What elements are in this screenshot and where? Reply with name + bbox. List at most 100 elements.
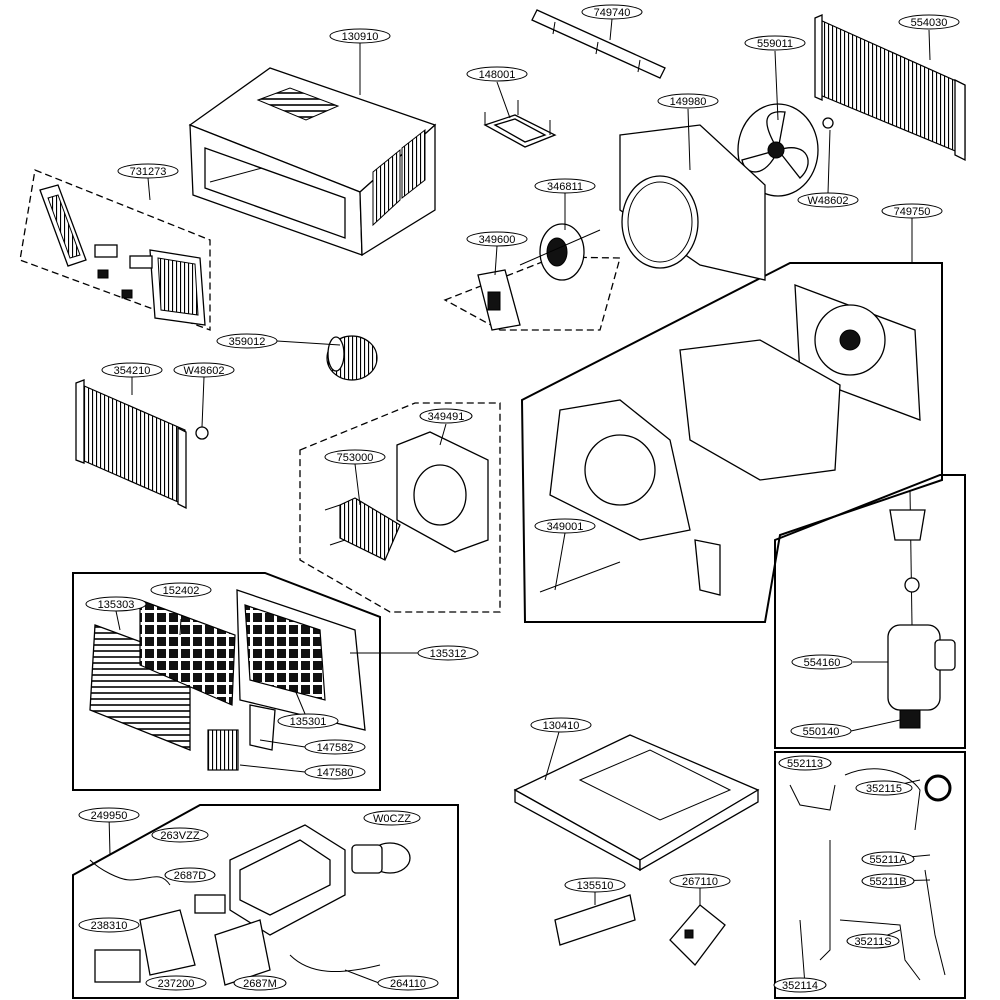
callout-359012: 359012 (216, 333, 278, 349)
label-267110: 267110 (682, 876, 718, 888)
callout-135301: 135301 (277, 713, 339, 729)
callout-147580: 147580 (304, 764, 366, 780)
label-55211A: 55211A (869, 854, 907, 866)
heater-element (324, 497, 401, 561)
callout-237200: 237200 (145, 975, 207, 991)
callout-354210: 354210 (101, 362, 163, 378)
callout-35211S: 35211S (846, 933, 900, 949)
callout-130410: 130410 (530, 717, 592, 733)
label-135301: 135301 (290, 716, 327, 728)
group-frame-air-guide (520, 262, 943, 623)
label-731273: 731273 (130, 166, 167, 178)
compressor (887, 489, 956, 729)
callout-267110: 267110 (669, 873, 731, 889)
condenser-coil (814, 14, 966, 162)
callout-352115: 352115 (855, 780, 913, 796)
label-55211B: 55211B (869, 876, 906, 888)
label-263VZZ: 263VZZ (160, 830, 199, 842)
label-135510: 135510 (577, 880, 614, 892)
label-W0CZZ: W0CZZ (373, 813, 411, 825)
label-149980: 149980 (670, 96, 707, 108)
refrigerant-tubing (789, 768, 952, 986)
label-2687D: 2687D (174, 870, 206, 882)
label-130910: 130910 (342, 31, 379, 43)
callout-753000: 753000 (324, 449, 386, 465)
label-238310: 238310 (91, 920, 128, 932)
label-147580: 147580 (317, 767, 354, 779)
motor-mount (477, 269, 521, 331)
callout-352114: 352114 (773, 977, 827, 993)
callout-148001: 148001 (466, 66, 528, 82)
callout-552113: 552113 (778, 755, 832, 771)
label-349600: 349600 (479, 234, 516, 246)
group-frame-compressor (774, 474, 966, 749)
label-359012: 359012 (229, 336, 266, 348)
label-559011: 559011 (757, 38, 793, 50)
callout-130910: 130910 (329, 28, 391, 44)
label-354210: 354210 (114, 365, 151, 377)
callout-152402: 152402 (150, 582, 212, 598)
label-2687M: 2687M (243, 978, 277, 990)
callout-749740: 749740 (581, 4, 643, 20)
callout-349001: 349001 (534, 518, 596, 534)
callout-W48602-evap: W48602 (173, 362, 235, 378)
label-W48602-evap: W48602 (184, 365, 225, 377)
callout-249950: 249950 (78, 807, 140, 823)
label-130410: 130410 (543, 720, 580, 732)
cabinet (188, 67, 437, 257)
callout-135510: 135510 (564, 877, 626, 893)
label-352115: 352115 (866, 783, 902, 795)
callout-263VZZ: 263VZZ (151, 827, 209, 843)
fan-motor (519, 223, 601, 281)
group-frame-electrical (72, 804, 459, 999)
front-grille-assembly (89, 589, 366, 771)
callout-238310: 238310 (78, 917, 140, 933)
air-guide-assembly (539, 284, 921, 596)
condenser-shroud (619, 124, 766, 281)
mounting-bracket (483, 100, 557, 148)
label-148001: 148001 (479, 69, 516, 81)
group-frame-evaporator-fan (299, 402, 501, 613)
label-753000: 753000 (337, 452, 374, 464)
callout-749750: 749750 (881, 203, 943, 219)
label-349001: 349001 (547, 521, 584, 533)
callout-550140: 550140 (790, 723, 852, 739)
callout-135312: 135312 (417, 645, 479, 661)
evaporator-coil (75, 379, 209, 510)
label-552113: 552113 (787, 758, 823, 770)
callout-349600: 349600 (466, 231, 528, 247)
label-135303: 135303 (98, 599, 135, 611)
callout-W48602-top: W48602 (797, 192, 859, 208)
group-frame-tubing (774, 751, 966, 999)
control-box (89, 824, 411, 986)
callout-135303: 135303 (85, 596, 147, 612)
callout-346811: 346811 (534, 178, 596, 194)
top-bracket (531, 9, 666, 79)
label-749750: 749750 (894, 206, 931, 218)
label-346811: 346811 (547, 181, 583, 193)
label-749740: 749740 (594, 7, 631, 19)
label-554160: 554160 (804, 657, 841, 669)
callout-2687M: 2687M (233, 975, 287, 991)
label-249950: 249950 (91, 810, 128, 822)
label-152402: 152402 (163, 585, 200, 597)
callout-W0CZZ: W0CZZ (363, 810, 421, 826)
label-554030: 554030 (911, 17, 948, 29)
blower-wheel (326, 335, 378, 381)
scroll-housing (396, 431, 489, 553)
front-panel-side-frames (39, 184, 206, 326)
callout-55211B: 55211B (861, 873, 915, 889)
callout-559011: 559011 (744, 35, 806, 51)
label-264110: 264110 (390, 978, 426, 990)
callout-554030: 554030 (898, 14, 960, 30)
callout-55211A: 55211A (861, 851, 915, 867)
control-panel-and-remote (554, 894, 726, 966)
label-135312: 135312 (430, 648, 467, 660)
group-frame-fan-motor (443, 256, 621, 331)
base-pan (513, 734, 760, 872)
label-147582: 147582 (317, 742, 354, 754)
label-35211S: 35211S (854, 936, 891, 948)
label-W48602-top: W48602 (808, 195, 849, 207)
label-237200: 237200 (158, 978, 195, 990)
